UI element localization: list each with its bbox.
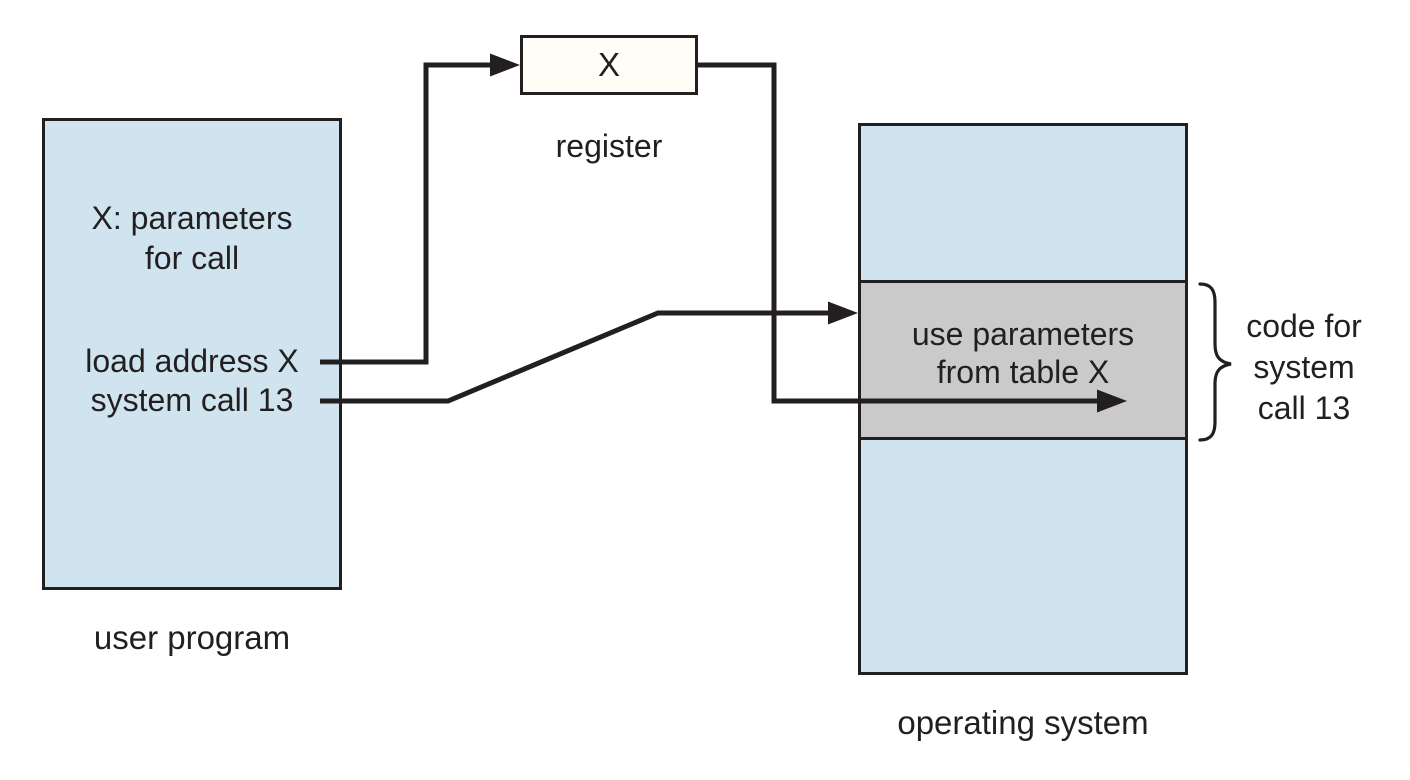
user-program-instructions: load address X system call 13 — [42, 342, 342, 420]
arrow-load-address-to-register — [320, 62, 492, 365]
register-box: X — [520, 35, 698, 95]
code-for-system-call-label: code for system call 13 — [1204, 306, 1404, 429]
parameters-for-call-label: X: parameters for call — [42, 198, 342, 278]
register-value: X — [597, 46, 620, 83]
use-parameters-line1: use parameters — [911, 316, 1135, 352]
arrowhead — [828, 301, 858, 325]
register-caption: register — [555, 128, 663, 164]
use-parameters-line2: from table X — [936, 354, 1110, 390]
arrow-register-to-os-table — [698, 62, 1097, 404]
arrow-system-call-to-os-code — [320, 310, 828, 404]
operating-system-caption: operating system — [897, 704, 1149, 741]
syscall-code-section — [861, 280, 1185, 440]
arrowhead — [490, 53, 520, 77]
instruction-load-address: load address X — [85, 343, 299, 379]
code-for-system-call-line2: system — [1253, 349, 1355, 385]
user-program-box — [42, 118, 342, 590]
code-for-system-call-line1: code for — [1246, 308, 1362, 344]
system-call-code-brace — [1198, 282, 1232, 442]
parameters-for-call-line2: for call — [144, 240, 240, 276]
instruction-system-call: system call 13 — [90, 382, 294, 418]
user-program-caption: user program — [93, 619, 291, 656]
use-parameters-label: use parameters from table X — [861, 315, 1185, 391]
parameters-for-call-line1: X: parameters — [91, 200, 293, 236]
arrowhead — [1097, 389, 1127, 413]
code-for-system-call-line3: call 13 — [1257, 390, 1351, 426]
